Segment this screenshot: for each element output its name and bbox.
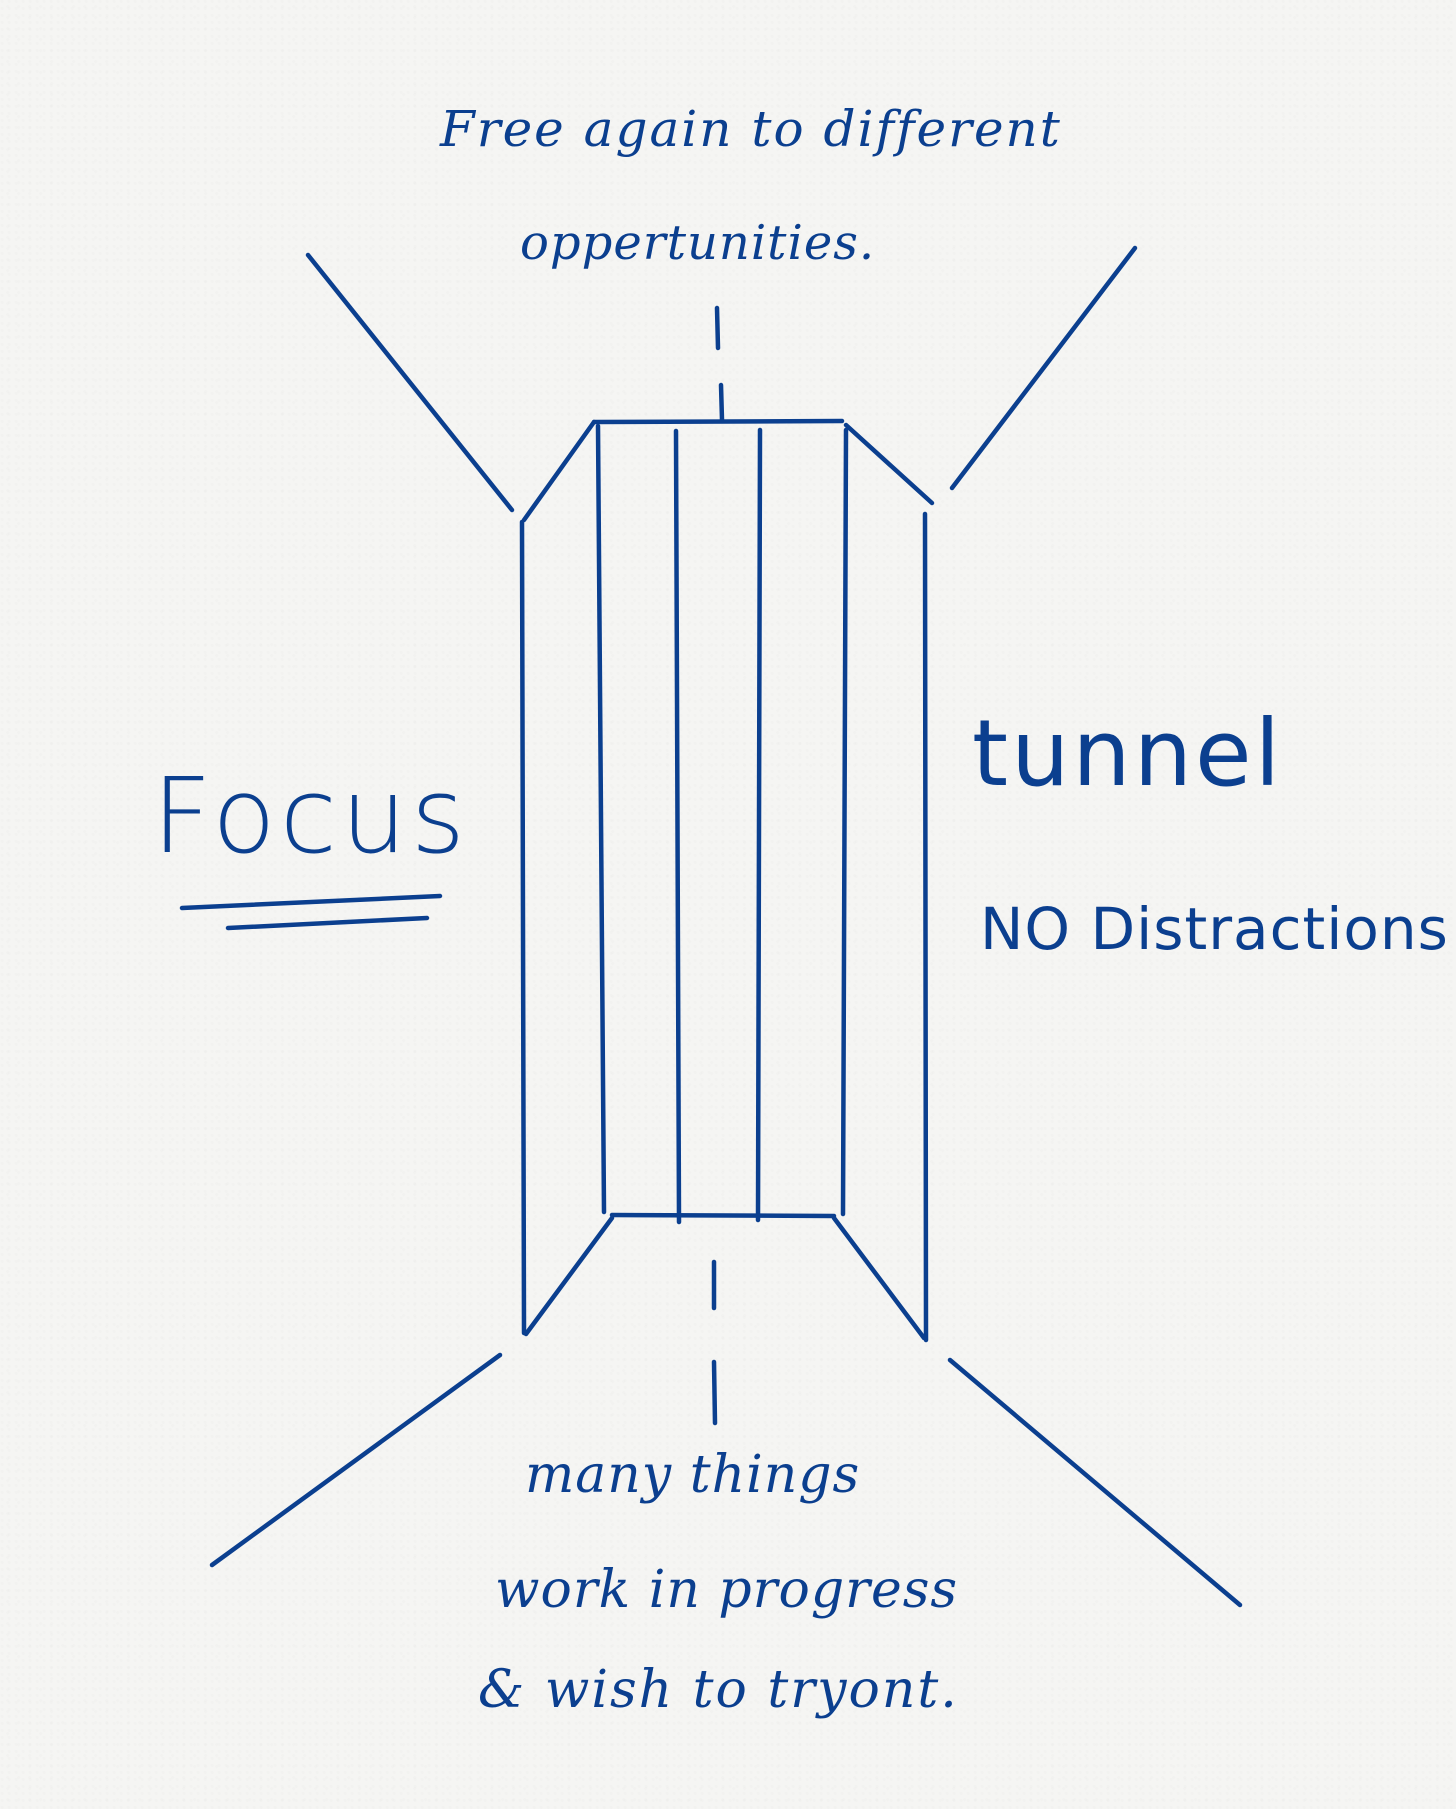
center-dash-top-1	[714, 305, 721, 351]
tunnel-inner-line-3	[755, 427, 763, 1223]
tunnel-inner-line-2	[673, 428, 682, 1225]
focus-underline-2	[225, 915, 430, 931]
bottom-right-ray	[947, 1357, 1243, 1608]
focus-underline-1	[179, 893, 443, 911]
tunnel-left-wall	[519, 519, 527, 1336]
tunnel-label: tunnel	[972, 700, 1284, 807]
bottom-note-line-3: & wish to tryont.	[478, 1660, 959, 1720]
center-dash-bottom-2	[711, 1359, 718, 1426]
tunnel-top-right-chamfer	[843, 422, 935, 506]
tunnel-inner-line-4	[840, 427, 849, 1217]
tunnel-right-wall	[922, 511, 929, 1343]
focus-label: Focus	[152, 755, 470, 877]
tunnel-bottom-left-chamfer	[523, 1215, 615, 1337]
top-right-ray	[949, 245, 1138, 491]
bottom-note-line-2: work in progress	[495, 1560, 959, 1620]
bottom-note-line-1: many things	[525, 1445, 861, 1505]
top-note-line-1: Free again to different	[440, 100, 1062, 158]
tunnel-bottom-right-chamfer	[831, 1215, 927, 1341]
top-note-line-2: oppertunities.	[520, 215, 876, 271]
tunnel-top-edge	[591, 418, 845, 425]
tunnel-lines	[179, 245, 1243, 1608]
tunnel-bottom-edge	[609, 1212, 837, 1219]
tunnel-inner-line-1	[595, 423, 607, 1215]
tunnel-top-left-chamfer	[521, 419, 597, 523]
top-left-ray	[305, 252, 515, 513]
bottom-left-ray	[209, 1352, 503, 1568]
no-distractions-label: NO Distractions	[980, 895, 1449, 963]
center-dash-top-2	[718, 382, 725, 423]
